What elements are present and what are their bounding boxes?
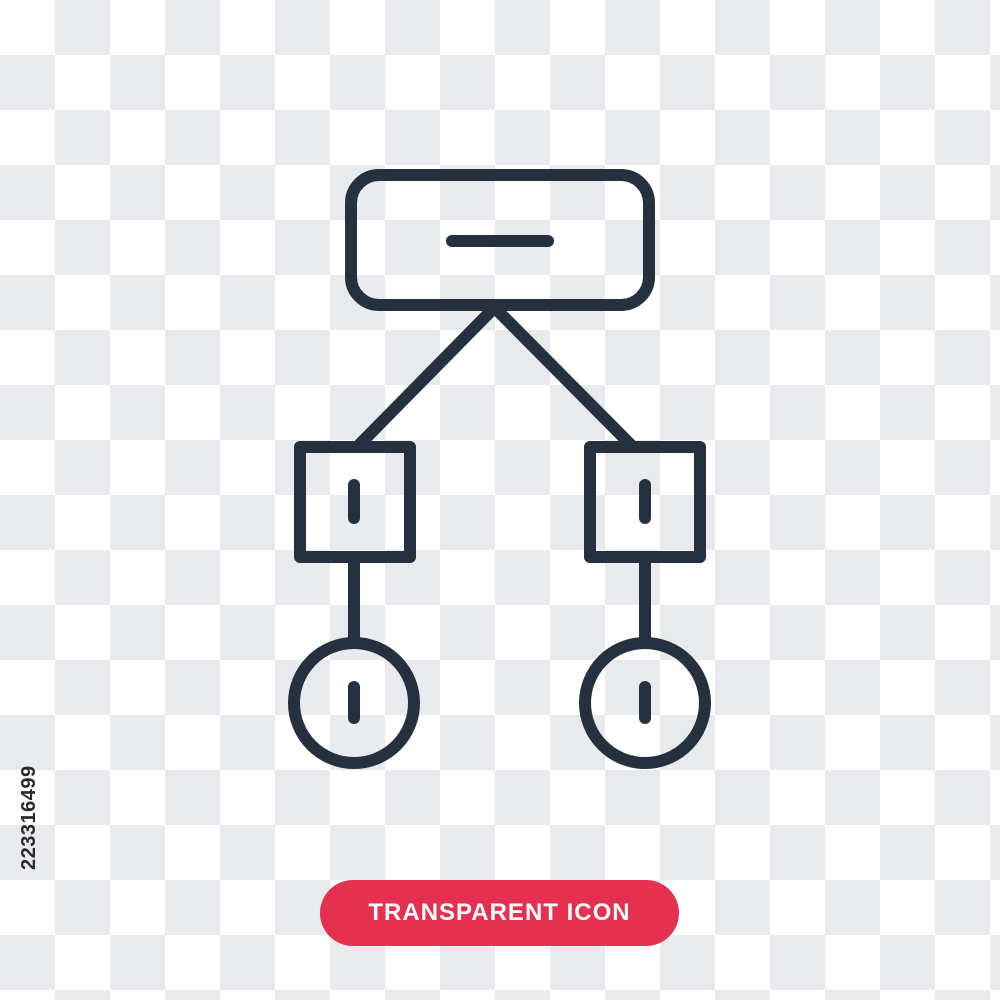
- left-square-node: [294, 441, 416, 563]
- stock-id-label: 223316499: [18, 765, 40, 870]
- connector-right: [492, 305, 636, 450]
- left-circle-node: [288, 637, 420, 769]
- transparent-icon-badge: TRANSPARENT ICON: [320, 880, 679, 946]
- top-node: [345, 169, 655, 311]
- right-circle-node: [579, 637, 711, 769]
- badge-label: TRANSPARENT ICON: [368, 899, 631, 926]
- connector-left: [354, 305, 497, 450]
